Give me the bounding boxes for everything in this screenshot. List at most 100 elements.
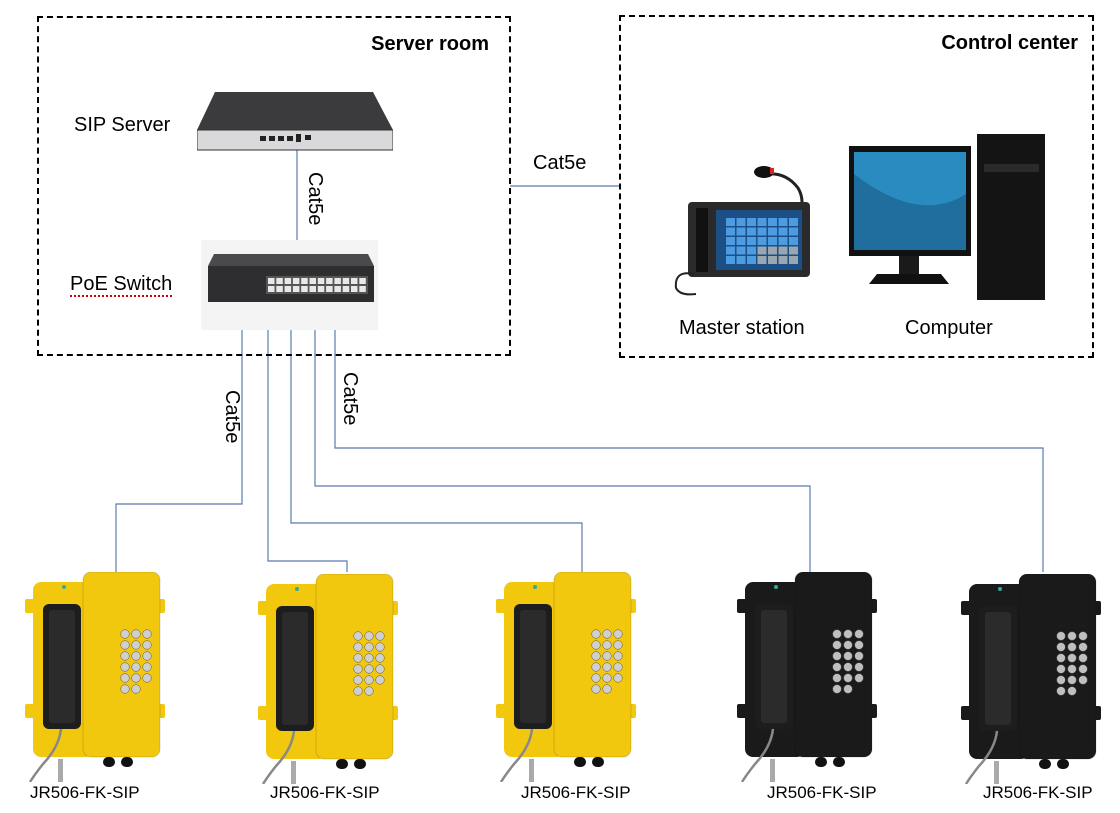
keypad-key <box>591 662 601 672</box>
keypad-key <box>843 640 853 650</box>
keypad-key <box>142 640 152 650</box>
network-switch-icon <box>208 254 374 302</box>
switch-port <box>351 278 358 284</box>
keypad-key <box>832 673 842 683</box>
switch-port <box>276 286 283 292</box>
keypad-key <box>142 651 152 661</box>
master-station-screen-tile <box>757 218 767 226</box>
switch-port <box>292 286 300 292</box>
poe-switch-label-text: PoE Switch <box>70 273 173 297</box>
keypad-key <box>120 662 130 672</box>
keypad-key <box>832 640 842 650</box>
phone-icon <box>496 571 636 783</box>
master-station-screen-tile <box>778 256 788 264</box>
keypad-key <box>142 662 152 672</box>
master-station-screen-tile <box>736 237 746 245</box>
keypad-key <box>364 675 374 685</box>
phone-model-label: JR506-FK-SIP <box>30 783 140 802</box>
switch-port <box>309 286 316 292</box>
keypad-key <box>602 629 612 639</box>
keypad-key <box>832 662 842 672</box>
keypad-key <box>131 629 141 639</box>
cable-phone-3 <box>290 317 583 572</box>
phone-model-label: JR506-FK-SIP <box>270 783 380 802</box>
keypad-key <box>1078 653 1088 663</box>
keypad-key <box>1067 686 1077 696</box>
switch-port <box>326 286 333 292</box>
keypad-key <box>1056 664 1066 674</box>
master-station-screen-tile <box>768 246 777 255</box>
phone-icon <box>961 573 1101 785</box>
master-station-icon <box>674 166 810 296</box>
master-station-screen-tile <box>789 237 798 245</box>
keypad-key <box>1078 675 1088 685</box>
keypad-key <box>1067 653 1077 663</box>
keypad-key <box>120 629 130 639</box>
switch-port <box>351 286 358 292</box>
cable-phone-2 <box>267 317 348 572</box>
keypad-key <box>854 651 864 661</box>
keypad-key <box>843 629 853 639</box>
switch-port <box>359 286 366 292</box>
keypad-key <box>364 631 374 641</box>
switch-port <box>309 278 316 284</box>
master-station-screen-tile <box>747 227 756 236</box>
switch-port <box>326 278 333 284</box>
keypad-key <box>375 664 385 674</box>
keypad-key <box>353 664 363 674</box>
keypad-key <box>854 673 864 683</box>
keypad-key <box>131 662 141 672</box>
server-room-zone: Server room <box>37 16 511 356</box>
master-station-screen-tile <box>726 218 735 226</box>
keypad-key <box>1056 675 1066 685</box>
master-station-label: Master station <box>679 317 805 339</box>
switch-port <box>301 278 308 284</box>
keypad-key <box>120 640 130 650</box>
keypad-key <box>591 651 601 661</box>
master-station-screen-tile <box>736 218 746 226</box>
keypad-key <box>375 675 385 685</box>
master-station-screen-tile <box>778 237 788 245</box>
keypad-key <box>120 673 130 683</box>
keypad-key <box>613 651 623 661</box>
master-station-screen-tile <box>789 246 798 255</box>
keypad-key <box>1056 653 1066 663</box>
keypad-key <box>1067 664 1077 674</box>
keypad-key <box>131 673 141 683</box>
keypad-key <box>131 684 141 694</box>
keypad-key <box>1067 675 1077 685</box>
keypad-key <box>1056 642 1066 652</box>
cable-phone-1 <box>115 317 243 572</box>
keypad-key <box>131 651 141 661</box>
keypad-key <box>591 673 601 683</box>
master-station-screen-tile <box>747 256 756 264</box>
keypad-key <box>591 640 601 650</box>
keypad-key <box>843 662 853 672</box>
keypad-key <box>854 629 864 639</box>
switch-port <box>284 286 292 292</box>
keypad-key <box>602 640 612 650</box>
master-station-screen-tile <box>726 227 735 236</box>
keypad-key <box>854 662 864 672</box>
master-station-screen-tile <box>768 227 777 236</box>
master-station-screen-tile <box>789 227 798 236</box>
keypad-key <box>375 631 385 641</box>
keypad-key <box>854 640 864 650</box>
keypad-key <box>613 640 623 650</box>
desktop-computer-icon <box>849 134 1045 300</box>
computer-label: Computer <box>905 317 993 339</box>
keypad-key <box>843 673 853 683</box>
switch-port <box>317 278 325 284</box>
cable-label-phones-right: Cat5e <box>339 372 361 426</box>
keypad-key <box>832 629 842 639</box>
cable-phone-4 <box>314 317 811 572</box>
control-center-zone: Control center <box>619 15 1094 358</box>
keypad-key <box>1067 642 1077 652</box>
master-station-screen-tile <box>747 218 756 226</box>
keypad-key <box>832 684 842 694</box>
cable-label-server-control: Cat5e <box>533 152 587 174</box>
master-station-screen-tile <box>726 246 735 255</box>
master-station-screen-tile <box>726 237 735 245</box>
master-station-screen-tile <box>778 246 788 255</box>
sip-phone <box>737 571 882 787</box>
